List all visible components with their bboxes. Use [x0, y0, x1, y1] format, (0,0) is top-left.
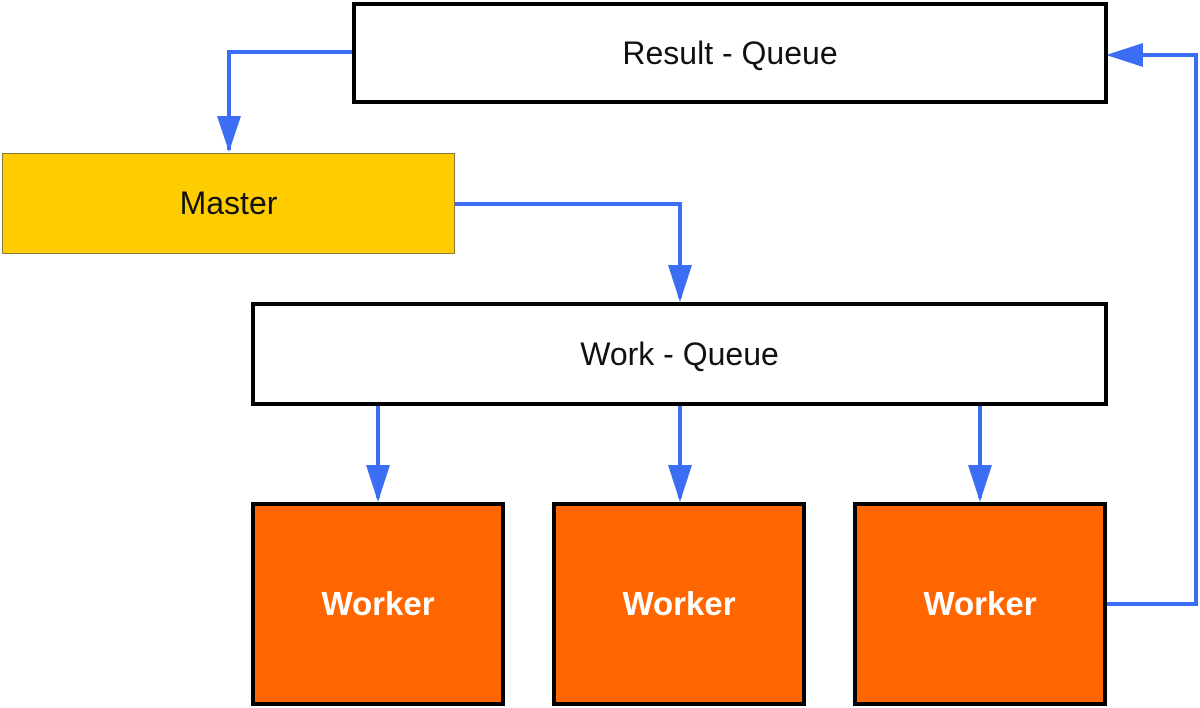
- result-queue-label: Result - Queue: [622, 34, 838, 71]
- master-box: Master: [2, 153, 455, 254]
- arrow-worker-to-result-queue: [1107, 53, 1198, 606]
- result-queue-box: Result - Queue: [352, 2, 1108, 104]
- arrow-master-to-work-queue: [455, 202, 682, 298]
- arrowhead-worker-1: [366, 465, 390, 502]
- arrowhead-result-queue: [1106, 43, 1143, 67]
- arrowhead-master: [217, 116, 241, 152]
- arrowhead-work-queue: [668, 265, 692, 302]
- arrow-result-queue-to-master: [227, 50, 352, 150]
- work-queue-box: Work - Queue: [251, 302, 1108, 406]
- worker-box-3: Worker: [853, 502, 1107, 706]
- arrowhead-worker-2: [668, 465, 692, 502]
- work-queue-label: Work - Queue: [580, 335, 779, 372]
- worker-label: Worker: [923, 585, 1037, 622]
- arrowhead-worker-3: [968, 465, 992, 502]
- worker-label: Worker: [321, 585, 435, 622]
- worker-label: Worker: [622, 585, 736, 622]
- worker-box-2: Worker: [552, 502, 806, 706]
- master-label: Master: [179, 185, 278, 221]
- worker-box-1: Worker: [251, 502, 505, 706]
